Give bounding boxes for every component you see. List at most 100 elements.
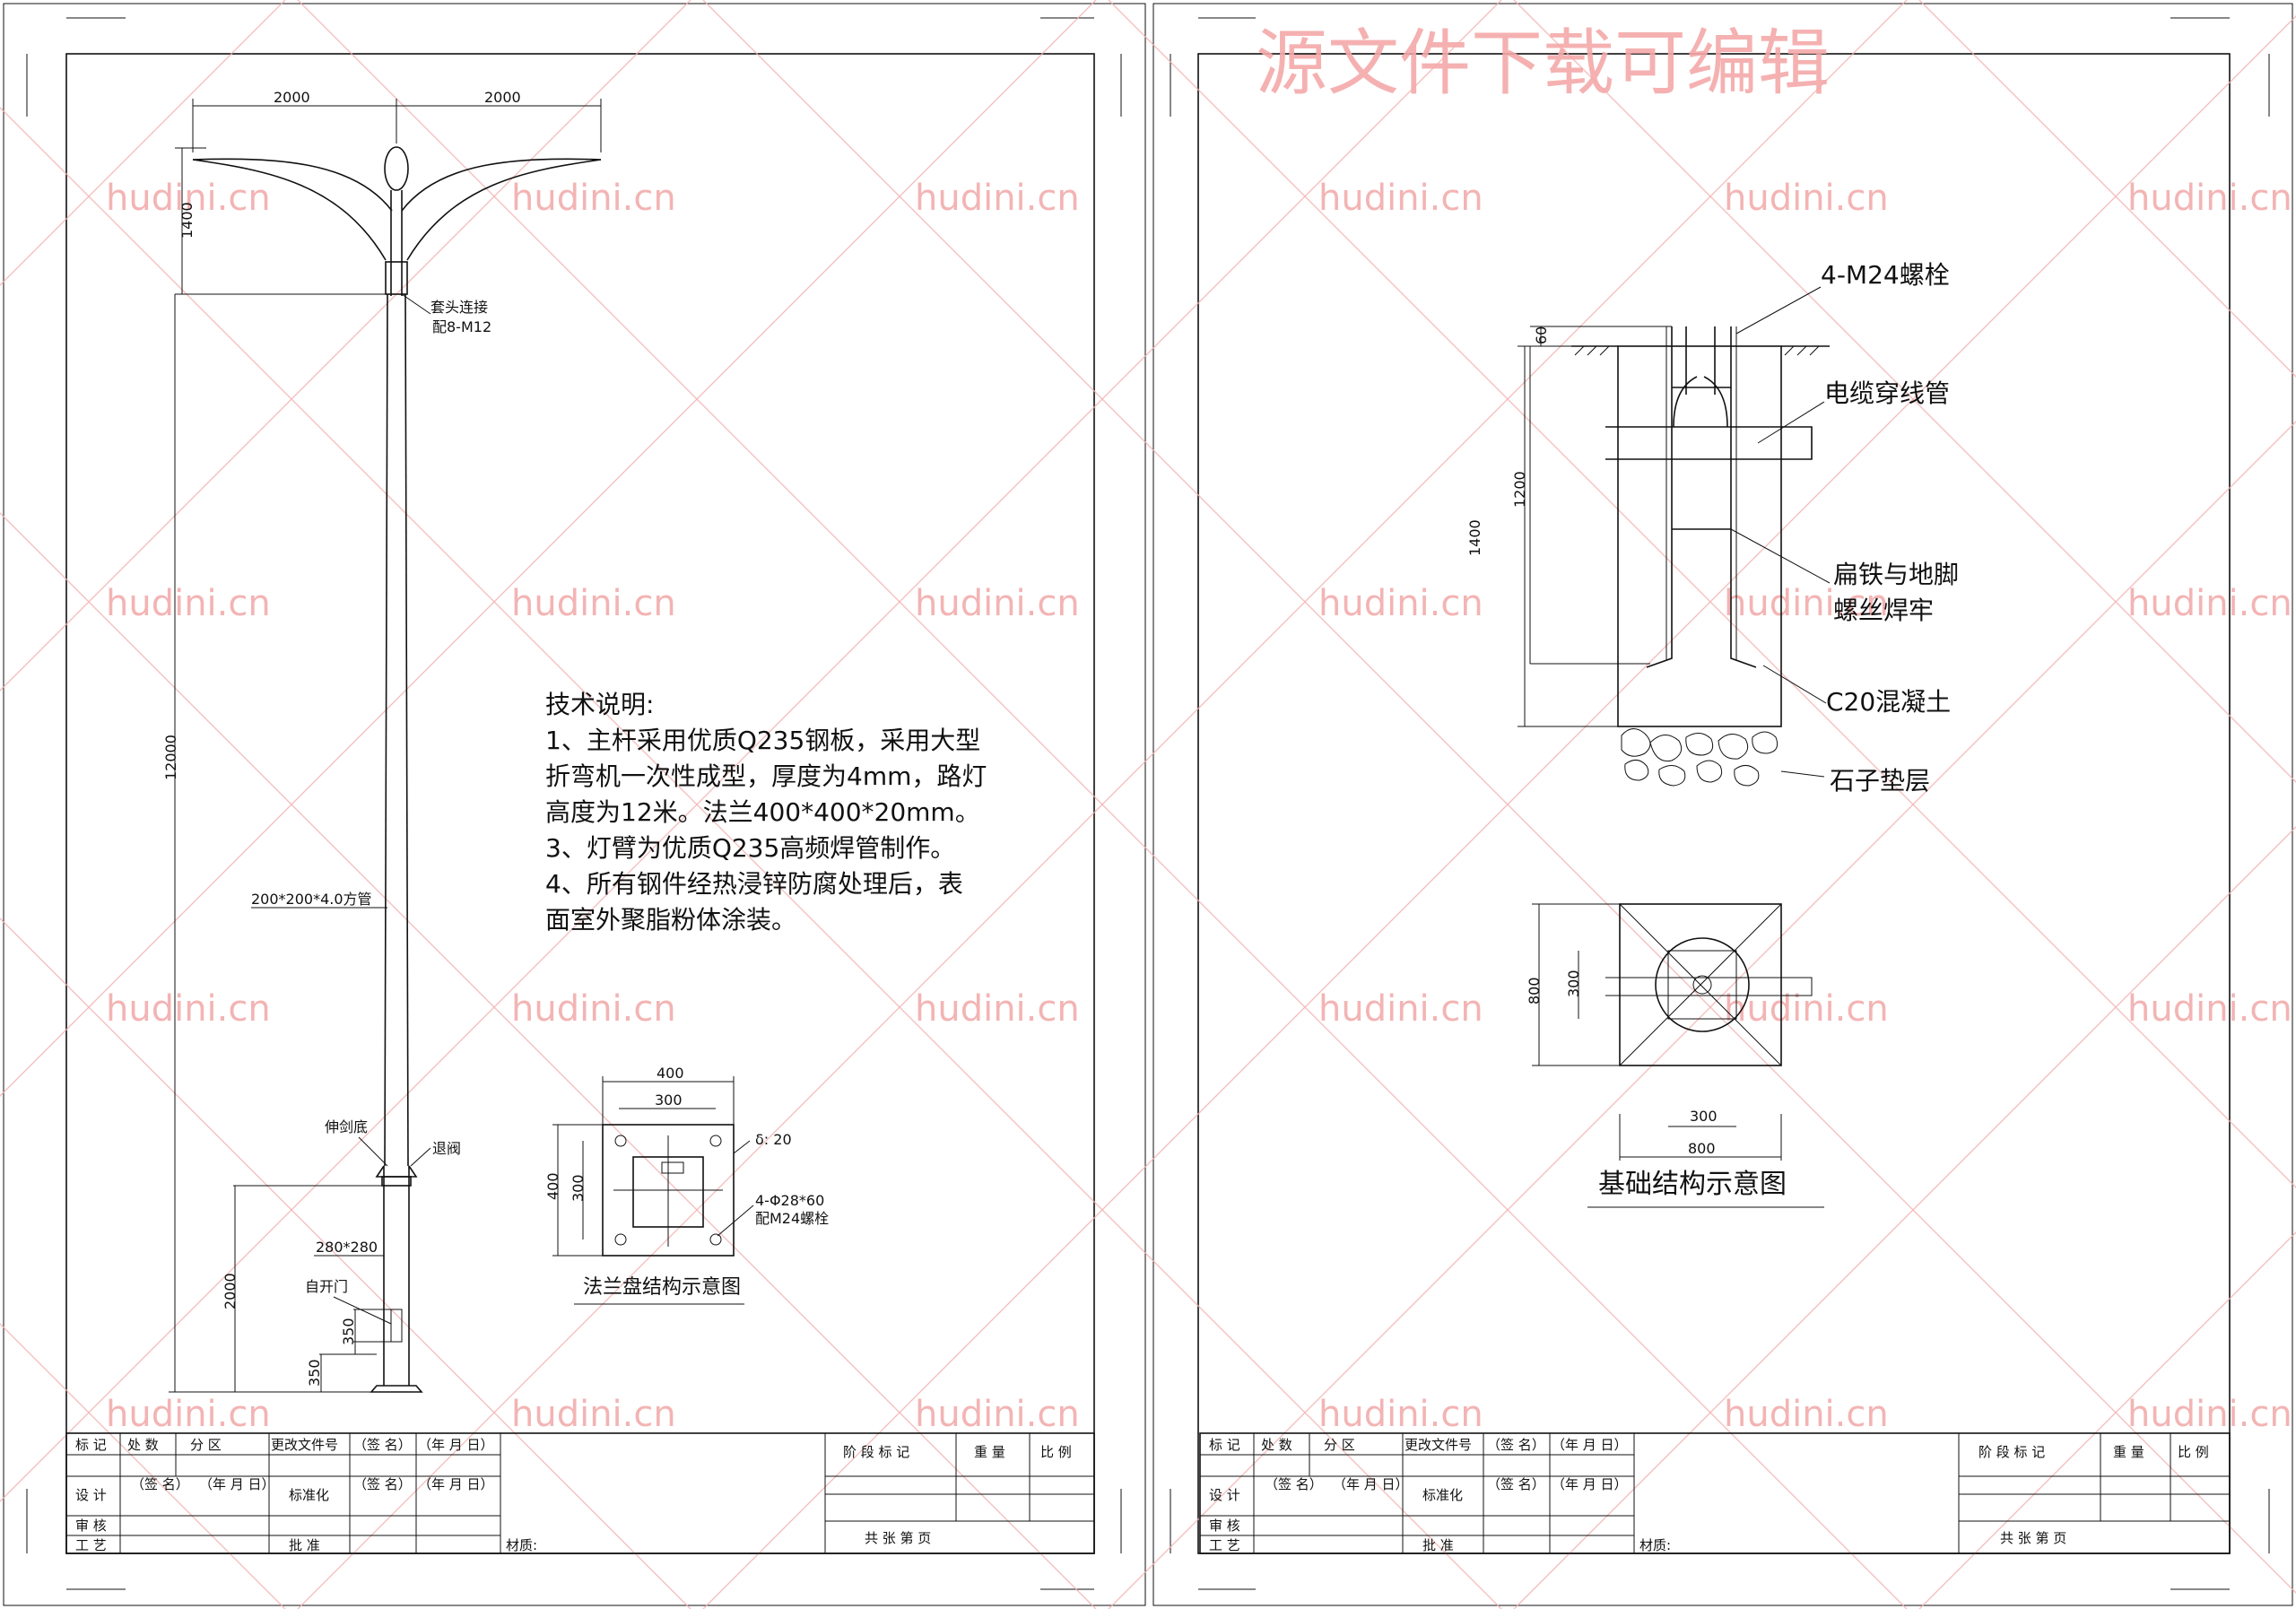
label-dovetail: 退阀 xyxy=(432,1140,461,1157)
tech-note-line-4: 3、灯臂为优质Q235高频焊管制作。 xyxy=(545,833,955,863)
foundation-section: 1400 60 1200 4-M24螺栓 电缆穿线管 扁铁与地脚 螺丝焊牢 C2… xyxy=(1466,260,1959,796)
watermark-text: hudini.cn xyxy=(106,583,271,624)
watermark-text: hudini.cn xyxy=(511,988,676,1030)
label-weld-2: 螺丝焊牢 xyxy=(1833,596,1934,625)
dim-plan-inner: 300 xyxy=(1565,970,1582,997)
tb-sign: （签 名） xyxy=(353,1437,412,1453)
tb-scale: 比 例 xyxy=(1040,1444,1072,1460)
dim-door-height: 350 xyxy=(340,1318,357,1345)
tb-r-sign: （签 名） xyxy=(1487,1437,1545,1453)
tech-note-line-6: 面室外聚脂粉体涂装。 xyxy=(545,905,796,935)
dim-flange-outer: 400 xyxy=(657,1065,684,1082)
watermark-text: hudini.cn xyxy=(106,178,271,219)
watermark-line xyxy=(297,0,1908,1609)
label-square-tube: 200*200*4.0方管 xyxy=(251,891,372,908)
watermark-line xyxy=(0,0,286,286)
watermark-text: hudini.cn xyxy=(915,988,1080,1030)
label-flange-holes: 4-Φ28*60 xyxy=(755,1192,824,1209)
watermark-text: hudini.cn xyxy=(1318,988,1483,1030)
tb-r-date: （年 月 日） xyxy=(1552,1437,1628,1453)
dim-flange-side-outer: 400 xyxy=(544,1172,561,1200)
tech-notes-title: 技术说明: xyxy=(545,690,654,719)
watermark-text: hudini.cn xyxy=(511,178,676,219)
title-block-right: 标 记 处 数 分 区 更改文件号 （签 名） （年 月 日） 设 计 （签 名… xyxy=(1199,1432,2231,1554)
tb-r-review: 审 核 xyxy=(1209,1518,1240,1534)
tb-date-2: （年 月 日） xyxy=(199,1476,275,1492)
dim-foundation-top: 60 xyxy=(1533,326,1550,344)
watermark-text: hudini.cn xyxy=(915,583,1080,624)
dim-arm-height: 1400 xyxy=(178,202,196,239)
watermark-line xyxy=(1918,1231,2296,1609)
watermark-text: hudini.cn xyxy=(2127,1394,2292,1435)
watermark-line xyxy=(0,0,1097,1097)
tb-r-date-3: （年 月 日） xyxy=(1552,1476,1628,1492)
watermark-text: hudini.cn xyxy=(511,1394,676,1435)
dim-foundation-bolt: 1200 xyxy=(1511,471,1528,508)
tb-r-material: 材质: xyxy=(1639,1537,1671,1553)
flange-caption: 法兰盘结构示意图 xyxy=(583,1276,741,1299)
tb-r-doc-no: 更改文件号 xyxy=(1405,1437,1472,1453)
label-head-connection: 套头连接 xyxy=(430,299,488,316)
tb-r-approve: 批 准 xyxy=(1422,1537,1454,1553)
tech-notes: 技术说明: 1、主杆采用优质Q235钢板，采用大型 折弯机一次性成型，厚度为4m… xyxy=(545,690,987,935)
tb-r-sign-2: （签 名） xyxy=(1265,1476,1323,1492)
tb-zone: 分 区 xyxy=(190,1437,222,1453)
watermark-line xyxy=(1918,0,2296,378)
label-door: 自开门 xyxy=(305,1278,348,1295)
tb-process: 工 艺 xyxy=(75,1537,107,1553)
watermark-text: hudini.cn xyxy=(915,178,1080,219)
watermark-text: hudini.cn xyxy=(1724,1394,1889,1435)
watermark-text: hudini.cn xyxy=(2127,178,2292,219)
tech-note-line-3: 高度为12米。法兰400*400*20mm。 xyxy=(545,797,980,827)
label-flange-bolts: 配M24螺栓 xyxy=(755,1210,829,1227)
flange-detail: 400 300 400 300 δ: 20 4-Φ28*60 配M24螺栓 法兰… xyxy=(544,1065,829,1305)
tb-r-mark: 标 记 xyxy=(1209,1437,1240,1453)
tb-r-pages: 共 张 第 页 xyxy=(2000,1530,2066,1546)
label-bolts: 4-M24螺栓 xyxy=(1821,260,1950,290)
pole-elevation: 2000 2000 1400 套头连接 配8-M12 xyxy=(162,89,602,1393)
watermark-text: hudini.cn xyxy=(1318,178,1483,219)
tb-pages: 共 张 第 页 xyxy=(865,1530,931,1546)
tb-doc-no: 更改文件号 xyxy=(271,1437,338,1453)
dim-flange-inner: 300 xyxy=(655,1092,683,1109)
watermark-text: hudini.cn xyxy=(106,1394,271,1435)
dim-bottom-offset: 350 xyxy=(306,1359,323,1387)
dim-foundation-total: 1400 xyxy=(1466,519,1483,556)
watermark-text: hudini.cn xyxy=(915,1394,1080,1435)
watermark-text: hudini.cn xyxy=(511,583,676,624)
watermark-text: hudini.cn xyxy=(1724,583,1889,624)
dim-arm-right: 2000 xyxy=(484,89,521,106)
label-base-size: 280*280 xyxy=(316,1239,378,1256)
dim-plan-side: 800 xyxy=(1526,977,1543,1005)
watermark-texts: hudini.cn hudini.cn hudini.cn hudini.cn hudi… xyxy=(106,178,2292,1435)
dim-flange-side-inner: 300 xyxy=(570,1174,587,1202)
tb-r-count: 处 数 xyxy=(1261,1437,1292,1453)
tb-material: 材质: xyxy=(506,1537,537,1553)
label-flange-thickness: δ: 20 xyxy=(755,1131,792,1148)
tb-r-sign-3: （签 名） xyxy=(1487,1476,1545,1492)
label-cable-pipe: 电缆穿线管 xyxy=(1824,378,1950,408)
foundation-caption: 基础结构示意图 xyxy=(1598,1169,1787,1200)
tb-approve: 批 准 xyxy=(289,1537,320,1553)
watermark-text: hudini.cn xyxy=(2127,583,2292,624)
tb-r-scale: 比 例 xyxy=(2178,1444,2209,1460)
dim-plan-bottom-inner: 300 xyxy=(1690,1108,1718,1125)
tech-note-line-2: 折弯机一次性成型，厚度为4mm，路灯 xyxy=(545,761,987,791)
foundation-plan: 800 300 300 800 基础结构示意图 xyxy=(1526,903,1824,1208)
tech-note-line-5: 4、所有钢件经热浸锌防腐处理后，表 xyxy=(545,869,963,899)
watermark-line xyxy=(1513,0,2296,783)
watermark-text: hudini.cn xyxy=(1724,178,1889,219)
tb-sign-3: （签 名） xyxy=(353,1476,412,1492)
sheet-borders xyxy=(3,3,2293,1606)
watermark-line xyxy=(0,0,691,691)
watermark-line xyxy=(1513,826,2296,1609)
dim-base-height: 2000 xyxy=(222,1273,239,1309)
tb-date-3: （年 月 日） xyxy=(418,1476,494,1492)
watermark-text: hudini.cn xyxy=(106,988,271,1030)
tb-design: 设 计 xyxy=(75,1487,107,1503)
watermark-text: hudini.cn xyxy=(1318,583,1483,624)
watermark-line xyxy=(1108,0,2296,1188)
label-gravel: 石子垫层 xyxy=(1830,766,1930,796)
